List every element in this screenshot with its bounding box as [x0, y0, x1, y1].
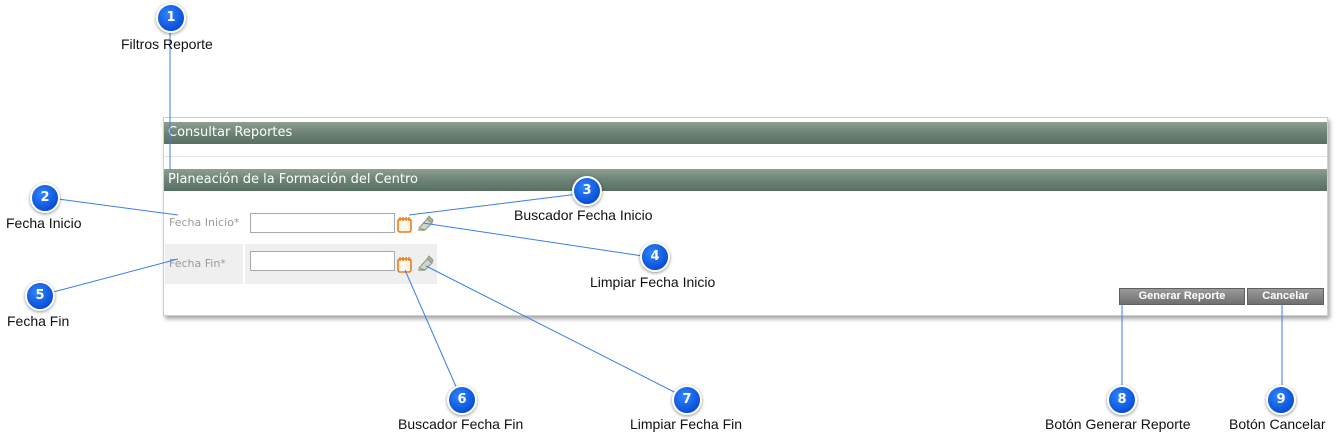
callout-8: 8	[1107, 385, 1137, 415]
caption-buscador-fecha-inicio: Buscador Fecha Inicio	[514, 207, 653, 223]
generate-report-button[interactable]: Generar Reporte	[1119, 288, 1245, 305]
callout-3: 3	[572, 176, 602, 206]
eraser-icon[interactable]	[416, 254, 434, 272]
section-title: Planeación de la Formación del Centro	[164, 169, 1327, 191]
cancel-button[interactable]: Cancelar	[1247, 288, 1324, 305]
end-date-label: Fecha Fin*	[165, 244, 243, 284]
panel-title: Consultar Reportes	[164, 122, 1327, 144]
caption-limpiar-fecha-fin: Limpiar Fecha Fin	[630, 416, 743, 432]
start-date-input[interactable]	[250, 213, 395, 233]
caption-buscador-fecha-fin: Buscador Fecha Fin	[398, 416, 524, 432]
callout-2: 2	[30, 183, 60, 213]
end-date-input[interactable]	[250, 251, 395, 271]
eraser-icon[interactable]	[416, 214, 434, 232]
callout-4: 4	[640, 242, 670, 272]
callout-9: 9	[1266, 385, 1296, 415]
callout-5: 5	[25, 281, 55, 311]
report-panel: Consultar Reportes Planeación de la Form…	[163, 117, 1328, 316]
calendar-icon[interactable]	[396, 215, 414, 233]
callout-7: 7	[672, 385, 702, 415]
caption-boton-cancelar: Botón Cancelar	[1229, 416, 1326, 432]
divider	[164, 156, 1327, 157]
caption-fecha-inicio: Fecha Inicio	[6, 215, 82, 231]
caption-fecha-fin: Fecha Fin	[7, 313, 70, 329]
callout-1: 1	[156, 3, 186, 33]
caption-limpiar-fecha-inicio: Limpiar Fecha Inicio	[590, 274, 716, 290]
caption-filtros-reporte: Filtros Reporte	[121, 36, 213, 52]
start-date-label: Fecha Inicio*	[169, 216, 240, 229]
calendar-icon[interactable]	[396, 255, 414, 273]
caption-boton-generar-reporte: Botón Generar Reporte	[1045, 416, 1191, 432]
callout-6: 6	[447, 385, 477, 415]
